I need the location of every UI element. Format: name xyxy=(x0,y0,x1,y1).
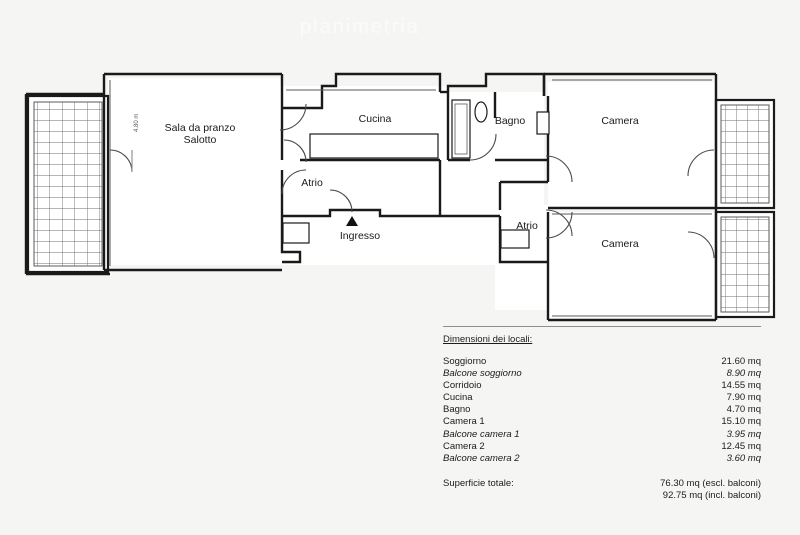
room-label-living-room: Sala da pranzo Salotto xyxy=(165,122,236,146)
legend-total-excl-value: 76.30 mq (escl. balconi) xyxy=(660,477,761,489)
entrance-arrow-icon xyxy=(346,216,358,226)
legend-room-name: Camera 2 xyxy=(443,440,485,452)
room-label-bedroom-2: Camera xyxy=(601,238,639,250)
legend-room-area: 4.70 mq xyxy=(726,404,761,416)
legend-room-area: 15.10 mq xyxy=(721,416,761,428)
legend-total-row-excl: Superficie totale: 76.30 mq (escl. balco… xyxy=(443,478,761,490)
legend-row: Bagno 4.70 mq xyxy=(443,404,761,416)
legend-room-area: 3.95 mq xyxy=(726,428,761,440)
legend-row: Camera 1 15.10 mq xyxy=(443,416,761,428)
door-swings xyxy=(109,103,715,259)
room-label-bedroom-1: Camera xyxy=(601,115,639,127)
watermark-text: planimetria xyxy=(300,16,420,38)
legend-room-name: Balcone soggiorno xyxy=(443,368,522,380)
room-label-bathroom: Bagno xyxy=(494,115,526,127)
kitchen-counter xyxy=(309,133,439,159)
niche-boxes xyxy=(282,222,530,249)
legend-room-name: Balcone camera 2 xyxy=(443,452,520,464)
interior-fills xyxy=(108,78,714,320)
legend-title: Dimensioni dei locali: xyxy=(443,334,533,345)
structural-walls xyxy=(24,72,718,322)
legend-row: Balcone soggiorno 8.90 mq xyxy=(443,368,761,380)
bathroom-fixtures xyxy=(451,99,550,159)
legend-row: Cucina 7.90 mq xyxy=(443,392,761,404)
legend-room-name: Soggiorno xyxy=(443,356,487,367)
legend-room-name: Camera 1 xyxy=(443,416,485,428)
balcony-living-room xyxy=(26,94,110,274)
legend-room-area: 8.90 mq xyxy=(726,368,761,380)
legend-room-area: 7.90 mq xyxy=(726,392,761,404)
legend-rows: Soggiorno 21.60 mq Balcone soggiorno 8.90 m… xyxy=(443,356,761,465)
legend-row: Balcone camera 1 3.95 mq xyxy=(443,429,761,441)
room-label-hall-2: Atrio xyxy=(516,220,538,232)
balcony-bedroom-2 xyxy=(714,210,776,319)
legend-room-area: 14.55 mq xyxy=(721,380,761,392)
room-label-entrance: Ingresso xyxy=(339,230,381,242)
legend-total-label: Superficie totale: xyxy=(443,477,514,489)
interior-detail-lines xyxy=(109,79,712,317)
legend-room-name: Cucina xyxy=(443,392,473,404)
legend-total-incl-value: 92.75 mq (incl. balconi) xyxy=(662,489,761,501)
room-label-hall-1: Atrio xyxy=(301,177,323,189)
legend-row: Balcone camera 2 3.60 mq xyxy=(443,453,761,465)
balcony-bedroom-1 xyxy=(714,98,776,210)
legend-room-area: 12.45 mq xyxy=(721,440,761,452)
room-label-line1: Sala da pranzo xyxy=(164,122,236,134)
legend-row: Soggiorno 21.60 mq xyxy=(443,356,761,368)
dimension-label-living-room-width: 4.80 m xyxy=(134,113,140,132)
legend-total-block: Superficie totale: 76.30 mq (escl. balco… xyxy=(443,478,761,502)
legend-room-area: 21.60 mq xyxy=(721,356,761,367)
room-label-kitchen: Cucina xyxy=(358,113,392,125)
legend-total-row-incl: Superficie totale: 92.75 mq (incl. balco… xyxy=(443,490,761,502)
legend-room-area: 3.60 mq xyxy=(726,452,761,464)
legend-top-rule xyxy=(443,326,761,327)
room-label-line2: Salotto xyxy=(183,134,217,146)
legend-room-name: Balcone camera 1 xyxy=(443,428,520,440)
legend-row: Camera 2 12.45 mq xyxy=(443,441,761,453)
legend-row: Corridoio 14.55 mq xyxy=(443,380,761,392)
dimensions-legend: Dimensioni dei locali: Soggiorno 21.60 mq… xyxy=(443,326,761,502)
legend-room-name: Bagno xyxy=(443,404,471,416)
legend-room-name: Corridoio xyxy=(443,380,482,392)
